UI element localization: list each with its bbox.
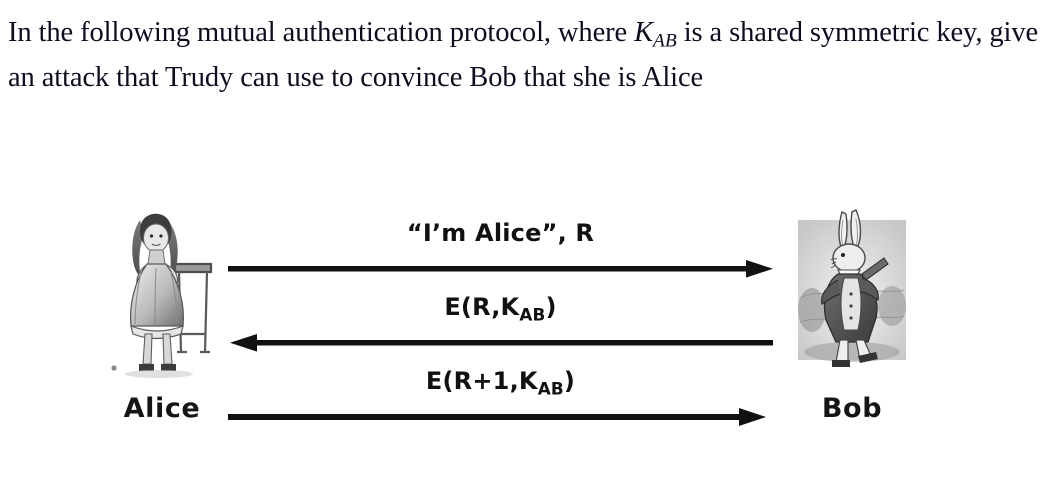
message-2-label-sub: AB	[519, 304, 546, 325]
actor-bob: Bob	[772, 202, 932, 424]
protocol-diagram: Alice	[0, 190, 1062, 480]
alice-illustration-icon	[82, 202, 242, 392]
message-2-label-tail: )	[545, 293, 557, 321]
key-subscript: AB	[653, 30, 677, 52]
message-3-label: E(R+1,KAB)	[228, 366, 773, 403]
message-2-label: E(R,KAB)	[228, 292, 773, 329]
white-rabbit-illustration-icon	[772, 202, 932, 392]
question-text: In the following mutual authentication p…	[8, 14, 1054, 96]
protocol-message-2: E(R,KAB)	[228, 292, 773, 366]
message-1-label-main: “I’m Alice”, R	[406, 219, 595, 247]
actor-label-bob: Bob	[821, 393, 883, 424]
message-3-label-sub: AB	[537, 378, 564, 399]
question-text-part-2: is a shared symmetric key, give an attac…	[8, 17, 1039, 94]
protocol-message-1: “I’m Alice”, R	[228, 218, 773, 292]
key-symbol: K	[634, 17, 654, 48]
actor-alice: Alice	[82, 202, 242, 424]
message-2-label-main: E(R,K	[444, 293, 520, 321]
arrow-right-icon	[228, 258, 773, 280]
message-3-label-tail: )	[563, 367, 576, 395]
arrow-left-icon	[228, 332, 773, 354]
protocol-message-3: E(R+1,KAB)	[228, 366, 773, 440]
arrow-right-icon	[228, 406, 773, 428]
actor-label-alice: Alice	[123, 393, 201, 424]
message-1-label: “I’m Alice”, R	[228, 218, 773, 255]
question-text-part-1: In the following mutual authentication p…	[8, 17, 635, 48]
message-3-label-main: E(R+1,K	[425, 367, 538, 395]
